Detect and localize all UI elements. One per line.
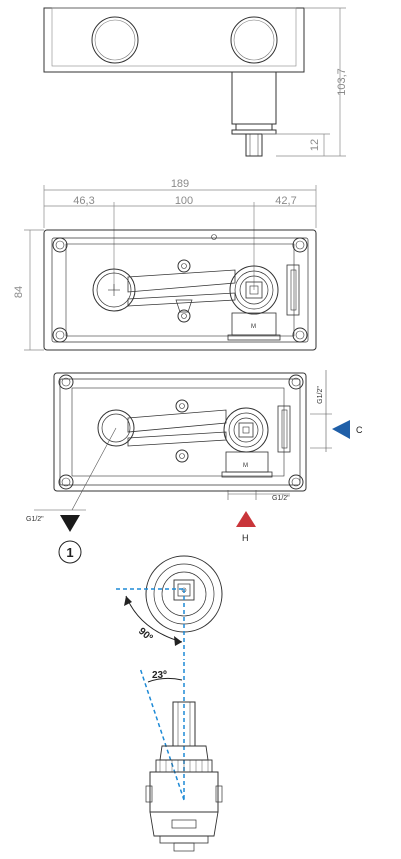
- mounting-holes: [52, 234, 308, 343]
- top-view: [43, 7, 346, 157]
- valve-seat-2: [223, 407, 269, 453]
- thread-label-hot: G1/2": [272, 495, 290, 502]
- valve-marking-2: M: [243, 463, 248, 469]
- rotation-arrowhead-start-icon: [124, 596, 132, 606]
- hot-label: H: [242, 533, 249, 543]
- dim-total-width: 189: [171, 178, 189, 190]
- dim-center-distance: 100: [175, 195, 193, 207]
- port-left: [91, 16, 139, 64]
- cartridge-side-view: [145, 701, 223, 852]
- dim-right-offset: 42,7: [275, 195, 296, 207]
- connection-view: [34, 370, 332, 511]
- hot-inlet-arrow-icon: [236, 511, 256, 527]
- outlet-port: [92, 268, 136, 312]
- thread-label-outlet: G1/2": [26, 516, 44, 523]
- dim-height-total: 103,7: [336, 68, 348, 96]
- box-inner-edge: [51, 7, 297, 67]
- tilt-arc: [147, 677, 183, 683]
- front-view: [24, 185, 317, 351]
- cold-label: C: [356, 425, 363, 435]
- mounting-holes-2: [58, 374, 304, 490]
- rotation-arrowhead-icon: [174, 636, 182, 646]
- box-frame-2: [53, 372, 307, 492]
- valve-marking: M: [251, 324, 256, 330]
- box-frame: [43, 229, 317, 351]
- box-body: [43, 7, 305, 73]
- outlet-number: 1: [66, 545, 73, 560]
- dim-stub-height: 12: [309, 139, 321, 151]
- tilt-angle: 23º: [152, 670, 167, 681]
- thread-label-cold: G1/2": [317, 386, 324, 404]
- front-dimensions: [24, 185, 317, 351]
- outlet-arrow-icon: [60, 515, 80, 532]
- cartridge-stem: [245, 133, 263, 157]
- valve-seat: [229, 265, 279, 315]
- rotation-guides: [116, 588, 185, 660]
- port-right: [230, 16, 278, 64]
- dim-left-offset: 46,3: [73, 195, 94, 207]
- valve-housing: [231, 71, 277, 125]
- dim-box-height: 84: [13, 286, 25, 298]
- tilt-guides: [139, 662, 185, 801]
- cold-inlet-arrow-icon: [332, 420, 350, 439]
- outlet-number-badge: [58, 540, 82, 564]
- outlet-port-2: [97, 409, 135, 447]
